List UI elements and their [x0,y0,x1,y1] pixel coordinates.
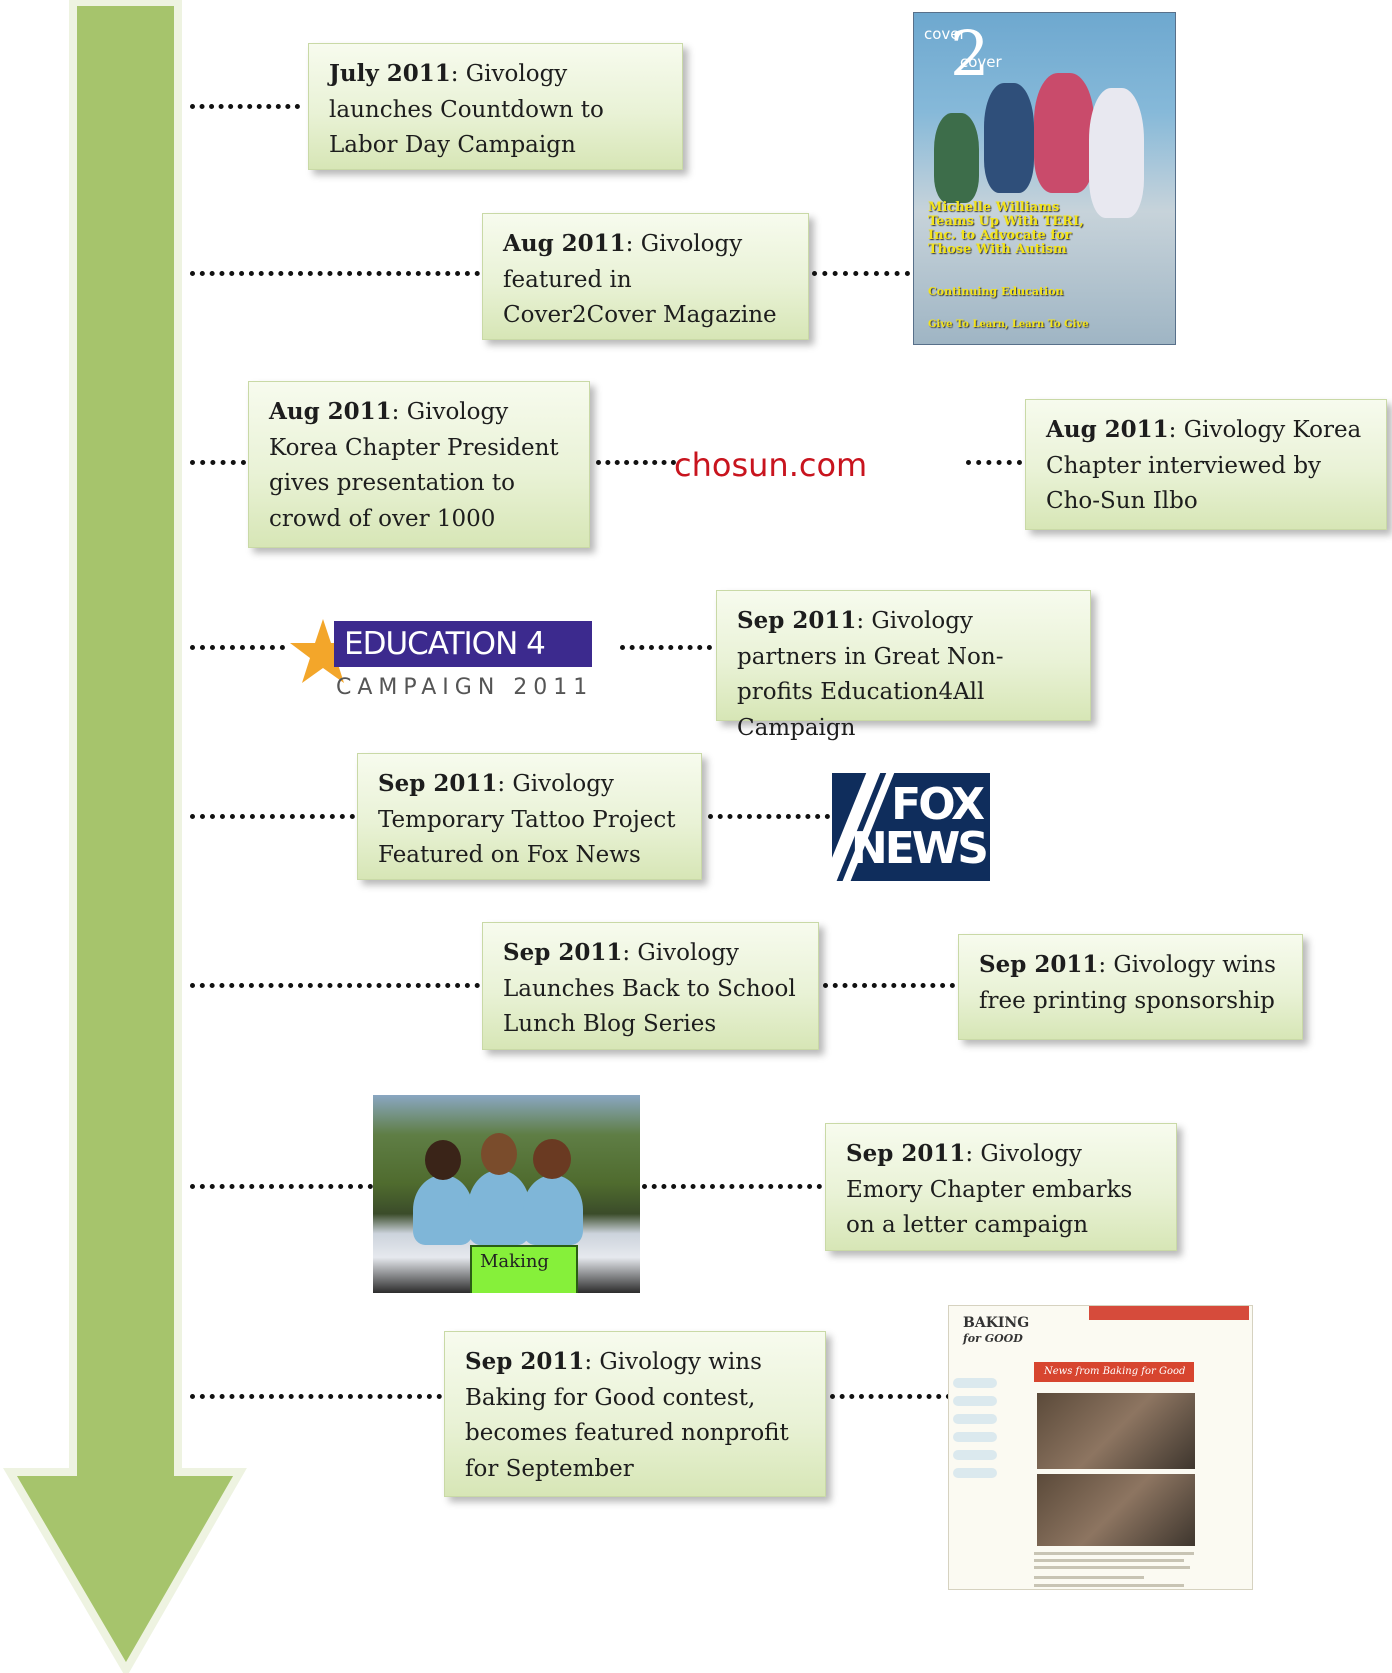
cover2cover-magazine-image: cover 2 cover Michelle Williams Teams Up… [913,12,1176,345]
chosun-name: chosun [674,446,789,484]
event-box: Aug 2011: Givology featured in Cover2Cov… [482,213,809,340]
connector [823,983,955,988]
sidebar-item [953,1432,997,1442]
person [468,1170,530,1245]
event-date: Sep 2011 [503,939,623,966]
chosun-logo: chosun.com [674,430,964,494]
sidebar-item [953,1468,997,1478]
event-date: Sep 2011 [979,951,1099,978]
nav-bar [1089,1306,1249,1320]
connector [190,271,480,276]
kid-figure [984,83,1034,193]
event-text: : Givology Temporary Tattoo Project Feat… [378,771,676,868]
connector [190,1394,442,1399]
connector [642,1184,822,1189]
text-line [1034,1566,1190,1569]
baking-logo: BAKING [963,1315,1030,1331]
person-head [533,1139,571,1179]
making-sign: Making [470,1245,578,1293]
cover-subhead: Continuing Education [928,285,1064,298]
person-head [425,1140,461,1180]
text-line [1034,1559,1184,1562]
sidebar-item [953,1378,997,1388]
event-date: Aug 2011 [269,398,392,425]
star-icon [290,619,356,683]
event-text: : Givology partners in Great Non-profits… [737,608,1004,741]
education4all-title: EDUCATION 4 ALL [334,621,592,705]
event-text: : Givology Launches Back to School Lunch… [503,940,796,1037]
fox-line2: NEWS [850,823,989,874]
cover-brand: cover [924,25,966,43]
event-date: July 2011 [329,60,451,87]
event-text: : Givology launches Countdown to Labor D… [329,61,604,158]
cover-headline: Michelle Williams Teams Up With TERI, In… [928,200,1084,257]
event-box: Sep 2011: Givology wins free printing sp… [958,934,1303,1040]
news-photo [1037,1474,1195,1546]
connector [190,1184,373,1189]
person-head [481,1133,517,1175]
event-text: : Givology wins Baking for Good contest,… [465,1349,789,1482]
education4all-logo: EDUCATION 4 ALL CAMPAIGN 2011 [288,615,610,705]
event-date: Sep 2011 [378,770,498,797]
kid-figure [1089,88,1144,218]
event-date: Sep 2011 [846,1140,966,1167]
event-box: Aug 2011: Givology Korea Chapter intervi… [1025,399,1387,530]
sidebar-item [953,1396,997,1406]
person [413,1175,473,1245]
baking-logo-sub: for GOOD [963,1332,1023,1345]
connector [620,645,712,650]
event-box: Sep 2011: Givology partners in Great Non… [716,590,1091,741]
event-box: Sep 2011: Givology wins Baking for Good … [444,1331,826,1497]
connector [190,104,300,109]
connector [190,983,480,988]
chosun-suffix: .com [788,446,868,484]
event-date: Aug 2011 [1046,416,1169,443]
news-photo [1037,1393,1195,1469]
education4all-subtitle: CAMPAIGN 2011 [336,675,594,700]
event-text: : Givology wins free printing sponsorshi… [979,952,1276,1014]
connector [708,814,830,819]
text-line [1034,1584,1184,1587]
event-date: Sep 2011 [737,607,857,634]
sidebar-item [953,1414,997,1424]
event-text: : Givology Korea Chapter interviewed by … [1046,417,1362,514]
connector [596,460,676,465]
connector [190,814,355,819]
event-text: : Givology Emory Chapter embarks on a le… [846,1141,1133,1238]
event-date: Aug 2011 [503,230,626,257]
emory-chapter-photo: Making [373,1095,640,1293]
timeline-arrow [3,0,247,1673]
cover-numeral: 2 [950,17,990,90]
event-box: Sep 2011: Givology Launches Back to Scho… [482,922,819,1050]
connector [966,460,1022,465]
person [523,1175,583,1245]
text-line [1034,1552,1194,1555]
fox-line1: FOX [891,779,985,830]
baking-for-good-screenshot: BAKING for GOOD News from Baking for Goo… [948,1305,1253,1590]
fox-news-logo: FOX NEWS [832,773,990,881]
connector [812,271,910,276]
event-box: Sep 2011: Givology Temporary Tattoo Proj… [357,753,702,880]
event-box: July 2011: Givology launches Countdown t… [308,43,683,170]
cover-subhead: Give To Learn, Learn To Give [928,319,1089,330]
event-box: Aug 2011: Givology Korea Chapter Preside… [248,381,590,548]
cover-brand-2: cover [960,53,1002,71]
connector [830,1394,980,1399]
event-date: Sep 2011 [465,1348,585,1375]
news-banner: News from Baking for Good [1034,1362,1194,1382]
event-box: Sep 2011: Givology Emory Chapter embarks… [825,1123,1177,1251]
kid-figure [1034,73,1094,193]
connector [190,645,285,650]
connector [190,460,246,465]
event-text: : Givology featured in Cover2Cover Magaz… [503,231,777,328]
sidebar-item [953,1450,997,1460]
text-line [1034,1576,1144,1579]
kid-figure [934,113,979,203]
event-text: : Givology Korea Chapter President gives… [269,399,559,532]
